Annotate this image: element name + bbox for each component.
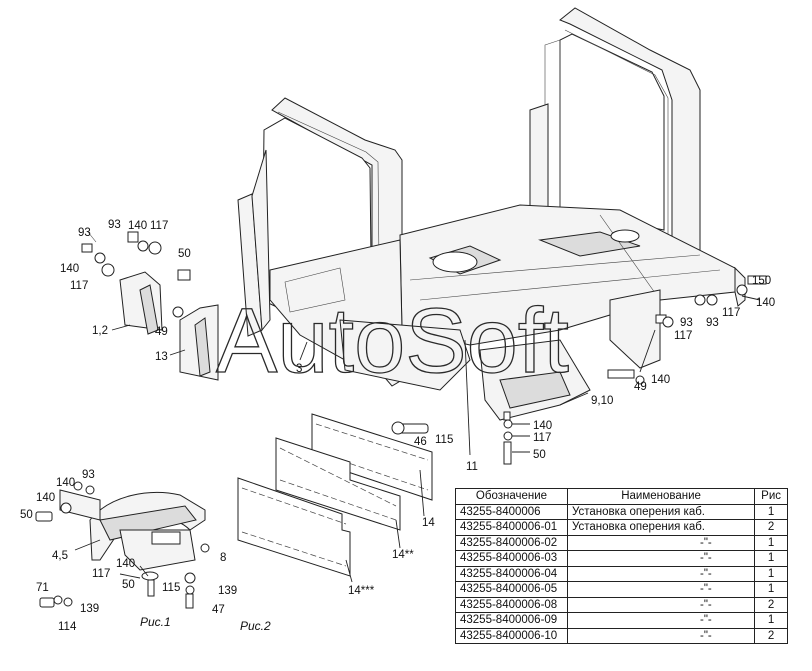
table-row: 43255-8400006-05 -"- 1: [455, 581, 788, 598]
caption-fig1: Рис.1: [140, 615, 171, 629]
cell-code: 43255-8400006-08: [455, 596, 568, 613]
callout-139: 139: [218, 585, 237, 597]
callout-114: 114: [58, 621, 77, 633]
cell-code: 43255-8400006-04: [455, 565, 568, 582]
callout-8: 8: [220, 552, 226, 564]
callout-14-double-star: 14**: [392, 549, 414, 561]
cell-code: 43255-8400006-05: [455, 581, 568, 598]
callout-9-10: 9,10: [591, 395, 613, 407]
callout-117: 117: [674, 330, 692, 342]
cell-fig: 2: [754, 519, 788, 536]
callout-117: 117: [722, 307, 740, 319]
table-row: 43255-8400006-02 -"- 1: [455, 534, 788, 551]
cell-name: -"-: [566, 534, 756, 551]
callout-46: 46: [414, 436, 427, 448]
callout-140: 140: [56, 477, 75, 489]
table-row: 43255-8400006 Установка оперения каб. 1: [455, 503, 788, 520]
callout-93: 93: [680, 317, 693, 329]
callout-140: 140: [756, 297, 775, 309]
callout-93: 93: [82, 469, 95, 481]
cell-fig: 1: [754, 565, 788, 582]
column-header-fig: Рис: [754, 488, 788, 505]
callout-14-triple-star: 14***: [348, 585, 375, 597]
center-fasteners: [391, 411, 530, 465]
callout-93: 93: [108, 219, 121, 231]
watermark: AutoSoft: [216, 290, 569, 392]
column-header-code: Обозначение: [455, 488, 568, 505]
cell-fig: 1: [754, 550, 788, 567]
cell-code: 43255-8400006-02: [455, 534, 568, 551]
callout-140: 140: [116, 558, 135, 570]
callout-4-5: 4,5: [52, 550, 68, 562]
callout-50: 50: [178, 248, 191, 260]
mudguard-brackets: [81, 231, 219, 381]
table-row: 43255-8400006-04 -"- 1: [455, 565, 788, 582]
callout-117: 117: [92, 568, 110, 580]
callout-1-2: 1,2: [92, 325, 108, 337]
table-row: 43255-8400006-03 -"- 1: [455, 550, 788, 567]
cell-fig: 1: [754, 612, 788, 629]
cell-code: 43255-8400006-03: [455, 550, 568, 567]
callout-13: 13: [155, 351, 168, 363]
callout-150: 150: [752, 275, 771, 287]
callout-71: 71: [36, 582, 49, 594]
cell-name: -"-: [566, 612, 756, 629]
callout-140: 140: [128, 220, 147, 232]
callout-14: 14: [422, 517, 435, 529]
mud-flaps: [237, 413, 433, 583]
specification-table: Обозначение Наименование Рис 43255-84000…: [455, 488, 788, 644]
callout-117: 117: [533, 432, 551, 444]
callout-140: 140: [651, 374, 670, 386]
callout-49: 49: [155, 326, 168, 338]
cell-code: 43255-8400006-09: [455, 612, 568, 629]
callout-50: 50: [533, 449, 546, 461]
callout-49: 49: [634, 381, 647, 393]
callout-140: 140: [60, 263, 79, 275]
cell-name: -"-: [566, 627, 756, 644]
cell-code: 43255-8400006: [455, 503, 568, 520]
callout-labels: 93 140 117 93 140 117 50 1,2 49 13 3 150…: [20, 219, 775, 633]
table-row: 43255-8400006-08 -"- 2: [455, 596, 788, 613]
callout-11: 11: [466, 461, 478, 473]
cell-code: 43255-8400006-10: [455, 627, 568, 644]
fender-fig1: [35, 481, 210, 609]
callout-3: 3: [296, 363, 302, 375]
callout-117: 117: [150, 220, 168, 232]
callout-117: 117: [70, 280, 88, 292]
callout-115: 115: [435, 434, 453, 446]
right-hardware: [607, 275, 767, 385]
table-row: 43255-8400006-09 -"- 1: [455, 612, 788, 629]
cell-name: -"-: [566, 565, 756, 582]
cell-name: -"-: [566, 550, 756, 567]
cell-fig: 1: [754, 581, 788, 598]
column-header-name: Наименование: [566, 488, 756, 505]
cell-fig: 2: [754, 627, 788, 644]
callout-115: 115: [162, 582, 180, 594]
callout-50: 50: [122, 579, 135, 591]
cell-fig: 2: [754, 596, 788, 613]
callout-140: 140: [533, 420, 552, 432]
cell-name: Установка оперения каб.: [566, 519, 756, 536]
table-header-row: Обозначение Наименование Рис: [455, 488, 788, 505]
cab-frame: [237, 7, 746, 456]
callout-47: 47: [212, 604, 225, 616]
cell-fig: 1: [754, 503, 788, 520]
cell-code: 43255-8400006-01: [455, 519, 568, 536]
cell-name: -"-: [566, 596, 756, 613]
cell-fig: 1: [754, 534, 788, 551]
callout-139: 139: [80, 603, 99, 615]
caption-fig2: Рис.2: [240, 619, 271, 633]
callout-93: 93: [706, 317, 719, 329]
callout-140: 140: [36, 492, 55, 504]
callout-93: 93: [78, 227, 91, 239]
cell-name: Установка оперения каб.: [566, 503, 756, 520]
table-row: 43255-8400006-10 -"- 2: [455, 627, 788, 644]
table-row: 43255-8400006-01 Установка оперения каб.…: [455, 519, 788, 536]
cell-name: -"-: [566, 581, 756, 598]
callout-50: 50: [20, 509, 33, 521]
